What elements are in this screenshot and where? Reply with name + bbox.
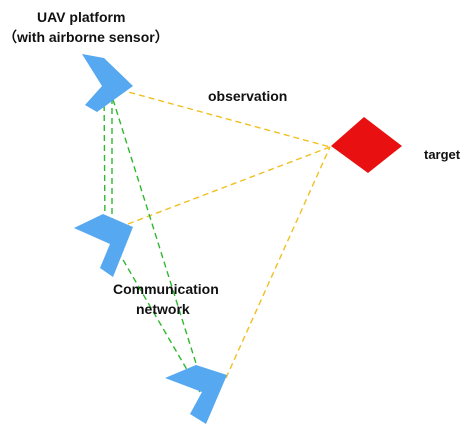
observation-link-uav3 [225,146,331,379]
target-diamond [331,117,402,173]
platform-title: UAV platform [37,9,126,25]
network-link-uav2-uav3 [107,233,201,393]
observation-link-uav2 [127,146,331,225]
network-label-line1: Communication [113,281,219,297]
uav-2-icon [74,214,133,277]
uav-2 [74,214,133,277]
uav-3-icon [165,365,227,424]
network-label-line2: network [136,301,190,317]
network-link-uav1-uav3 [109,89,206,393]
platform-subtitle: （with airborne sensor） [3,29,169,45]
observation-links [109,86,331,379]
network-links [103,84,206,393]
observation-label: observation [208,88,288,104]
network-link-uav1-uav2-a [103,84,106,231]
uav-3 [165,365,227,424]
uav-1-icon [82,54,133,112]
target-label: target [424,147,461,162]
observation-link-uav1 [109,86,331,148]
uav-1 [82,54,133,112]
